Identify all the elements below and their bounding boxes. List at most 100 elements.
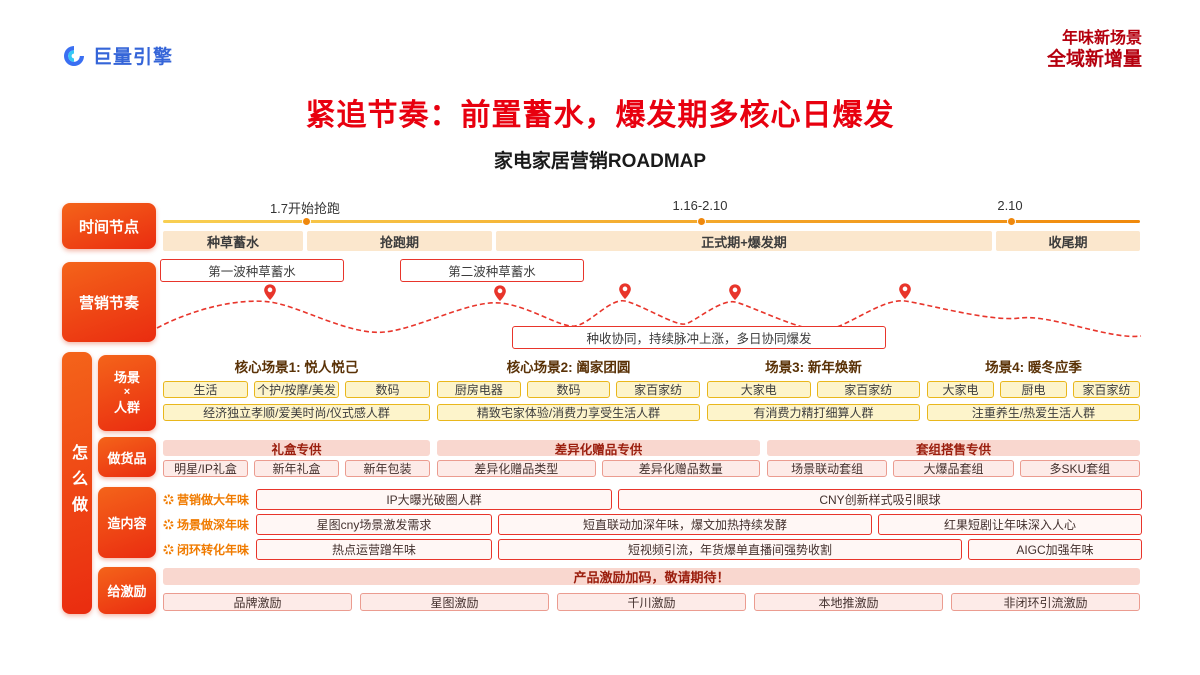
goods-tag: 新年包装 xyxy=(345,460,430,477)
wave2-box: 第二波种草蓄水 xyxy=(400,259,584,282)
sub-label-scene-audience: 场景 × 人群 xyxy=(98,355,156,431)
scene-tag: 数码 xyxy=(345,381,430,398)
scene-tags: 生活 个护/按摩/美发 数码 xyxy=(163,381,430,398)
timeline-line xyxy=(163,220,1140,223)
sub-label-goods: 做货品 xyxy=(98,437,156,477)
content-item: 短直联动加深年味，爆文加热持续发酵 xyxy=(498,514,872,535)
milestone-3: 2.10 xyxy=(997,198,1023,213)
gear-icon xyxy=(163,494,174,505)
content-item: IP大曝光破圈人群 xyxy=(256,489,612,510)
scene-group-1: 核心场景1: 悦人悦己 生活 个护/按摩/美发 数码 经济独立孝顺/爱美时尚/仪… xyxy=(163,358,430,422)
goods-tag: 大爆品套组 xyxy=(893,460,1014,477)
scene-tag: 厨电 xyxy=(1000,381,1067,398)
scene-audience: 经济独立孝顺/爱美时尚/仪式感人群 xyxy=(163,404,430,421)
goods-tags-2: 差异化赠品类型 差异化赠品数量 xyxy=(437,460,760,477)
milestone-2: 1.16-2.10 xyxy=(672,198,728,213)
content-item: 红果短剧让年味深入人心 xyxy=(878,514,1142,535)
goods-header: 差异化赠品专供 xyxy=(437,440,760,457)
timeline-dot xyxy=(1007,217,1016,226)
content-line-label-1: 营销做大年味 xyxy=(163,490,249,509)
badge-line2: 全域新增量 xyxy=(1046,48,1142,70)
goods-tag: 差异化赠品数量 xyxy=(601,460,760,477)
content-item: 星图cny场景激发需求 xyxy=(256,514,492,535)
map-pin-icon xyxy=(494,285,506,302)
sub-label-line: × xyxy=(123,386,131,399)
content-item: AIGC加强年味 xyxy=(968,539,1142,560)
scene-tags: 大家电 家百家纺 xyxy=(707,381,920,398)
content-item: CNY创新样式吸引眼球 xyxy=(618,489,1142,510)
scene-tag: 大家电 xyxy=(707,381,811,398)
map-pin-icon xyxy=(899,283,911,300)
badge-line1: 年味新场景 xyxy=(1061,28,1142,47)
scene-tag: 家百家纺 xyxy=(816,381,920,398)
row-label-how: 怎么做 xyxy=(62,352,92,614)
scene-audience: 精致宅家体验/消费力享受生活人群 xyxy=(437,404,700,421)
content-item: 短视频引流，年货爆单直播间强势收割 xyxy=(498,539,962,560)
map-pin-icon xyxy=(729,284,741,301)
scene-tag: 厨房电器 xyxy=(437,381,521,398)
goods-tags-3: 场景联动套组 大爆品套组 多SKU套组 xyxy=(767,460,1140,477)
timeline-dot xyxy=(697,217,706,226)
goods-tag: 多SKU套组 xyxy=(1019,460,1140,477)
row-label-rhythm: 营销节奏 xyxy=(62,262,156,342)
scene-group-3: 场景3: 新年焕新 大家电 家百家纺 有消费力精打细算人群 xyxy=(707,358,920,422)
scene-audience: 有消费力精打细算人群 xyxy=(707,404,920,421)
page-subtitle: 家电家居营销ROADMAP xyxy=(493,151,707,172)
content-line-label-text: 闭环转化年味 xyxy=(177,543,250,557)
gear-icon xyxy=(163,519,174,530)
scene-group-4: 场景4: 暖冬应季 大家电 厨电 家百家纺 注重养生/热爱生活人群 xyxy=(927,358,1140,422)
logo-icon xyxy=(64,45,84,66)
goods-tags-1: 明星/IP礼盒 新年礼盒 新年包装 xyxy=(163,460,430,477)
scene-tag: 家百家纺 xyxy=(1073,381,1140,398)
incentive-tag: 星图激励 xyxy=(360,593,549,611)
rhythm-note-box: 种收协同，持续脉冲上涨，多日协同爆发 xyxy=(512,326,886,349)
incentive-tag: 千川激励 xyxy=(557,593,746,611)
incentive-tag: 品牌激励 xyxy=(163,593,352,611)
logo: 巨量引擎 xyxy=(62,42,173,69)
sub-label-content: 造内容 xyxy=(98,487,156,558)
content-line-label-text: 营销做大年味 xyxy=(177,493,250,507)
sub-label-line: 场景 xyxy=(113,369,140,385)
map-pin-icon xyxy=(264,284,276,301)
goods-tag: 新年礼盒 xyxy=(254,460,339,477)
phase-closing: 收尾期 xyxy=(996,231,1140,251)
scene-tag: 个护/按摩/美发 xyxy=(254,381,339,398)
goods-tag: 场景联动套组 xyxy=(767,460,888,477)
goods-tag: 差异化赠品类型 xyxy=(437,460,596,477)
milestone-1: 1.7开始抢跑 xyxy=(269,201,341,216)
map-pin-icon xyxy=(619,283,631,300)
sub-label-incentive: 给激励 xyxy=(98,567,156,614)
scene-audience: 注重养生/热爱生活人群 xyxy=(927,404,1140,421)
row-label-timeline: 时间节点 xyxy=(62,203,156,249)
incentive-tag: 非闭环引流激励 xyxy=(951,593,1140,611)
scene-title: 场景3: 新年焕新 xyxy=(765,360,862,375)
scene-tags: 大家电 厨电 家百家纺 xyxy=(927,381,1140,398)
scene-group-2: 核心场景2: 阖家团圆 厨房电器 数码 家百家纺 精致宅家体验/消费力享受生活人… xyxy=(437,358,701,422)
gear-icon xyxy=(163,544,174,555)
page-title: 紧追节奏：前置蓄水，爆发期多核心日爆发 xyxy=(305,99,895,132)
scene-title: 核心场景2: 阖家团圆 xyxy=(506,360,631,375)
goods-header: 套组搭售专供 xyxy=(767,440,1140,457)
incentive-tag: 本地推激励 xyxy=(754,593,943,611)
phase-sprint: 抢跑期 xyxy=(307,231,492,251)
content-line-label-text: 场景做深年味 xyxy=(177,518,250,532)
content-line-label-2: 场景做深年味 xyxy=(163,515,249,534)
goods-tag: 明星/IP礼盒 xyxy=(163,460,248,477)
scene-tag: 大家电 xyxy=(927,381,994,398)
content-item: 热点运营蹭年味 xyxy=(256,539,492,560)
scene-tag: 生活 xyxy=(163,381,248,398)
scene-tag: 数码 xyxy=(526,381,611,398)
sub-label-line: 人群 xyxy=(113,399,140,415)
phase-seeding: 种草蓄水 xyxy=(163,231,303,251)
phase-burst: 正式期+爆发期 xyxy=(496,231,992,251)
content-line-label-3: 闭环转化年味 xyxy=(163,540,249,559)
logo-text: 巨量引擎 xyxy=(93,47,174,68)
incentive-header: 产品激励加码，敬请期待！ xyxy=(163,568,1140,585)
wave1-box: 第一波种草蓄水 xyxy=(160,259,344,282)
scene-tags: 厨房电器 数码 家百家纺 xyxy=(437,381,701,398)
timeline-dot xyxy=(302,217,311,226)
campaign-badge: 年味新场景 全域新增量 xyxy=(972,28,1142,72)
scene-tag: 家百家纺 xyxy=(616,381,701,398)
goods-header: 礼盒专供 xyxy=(163,440,430,457)
